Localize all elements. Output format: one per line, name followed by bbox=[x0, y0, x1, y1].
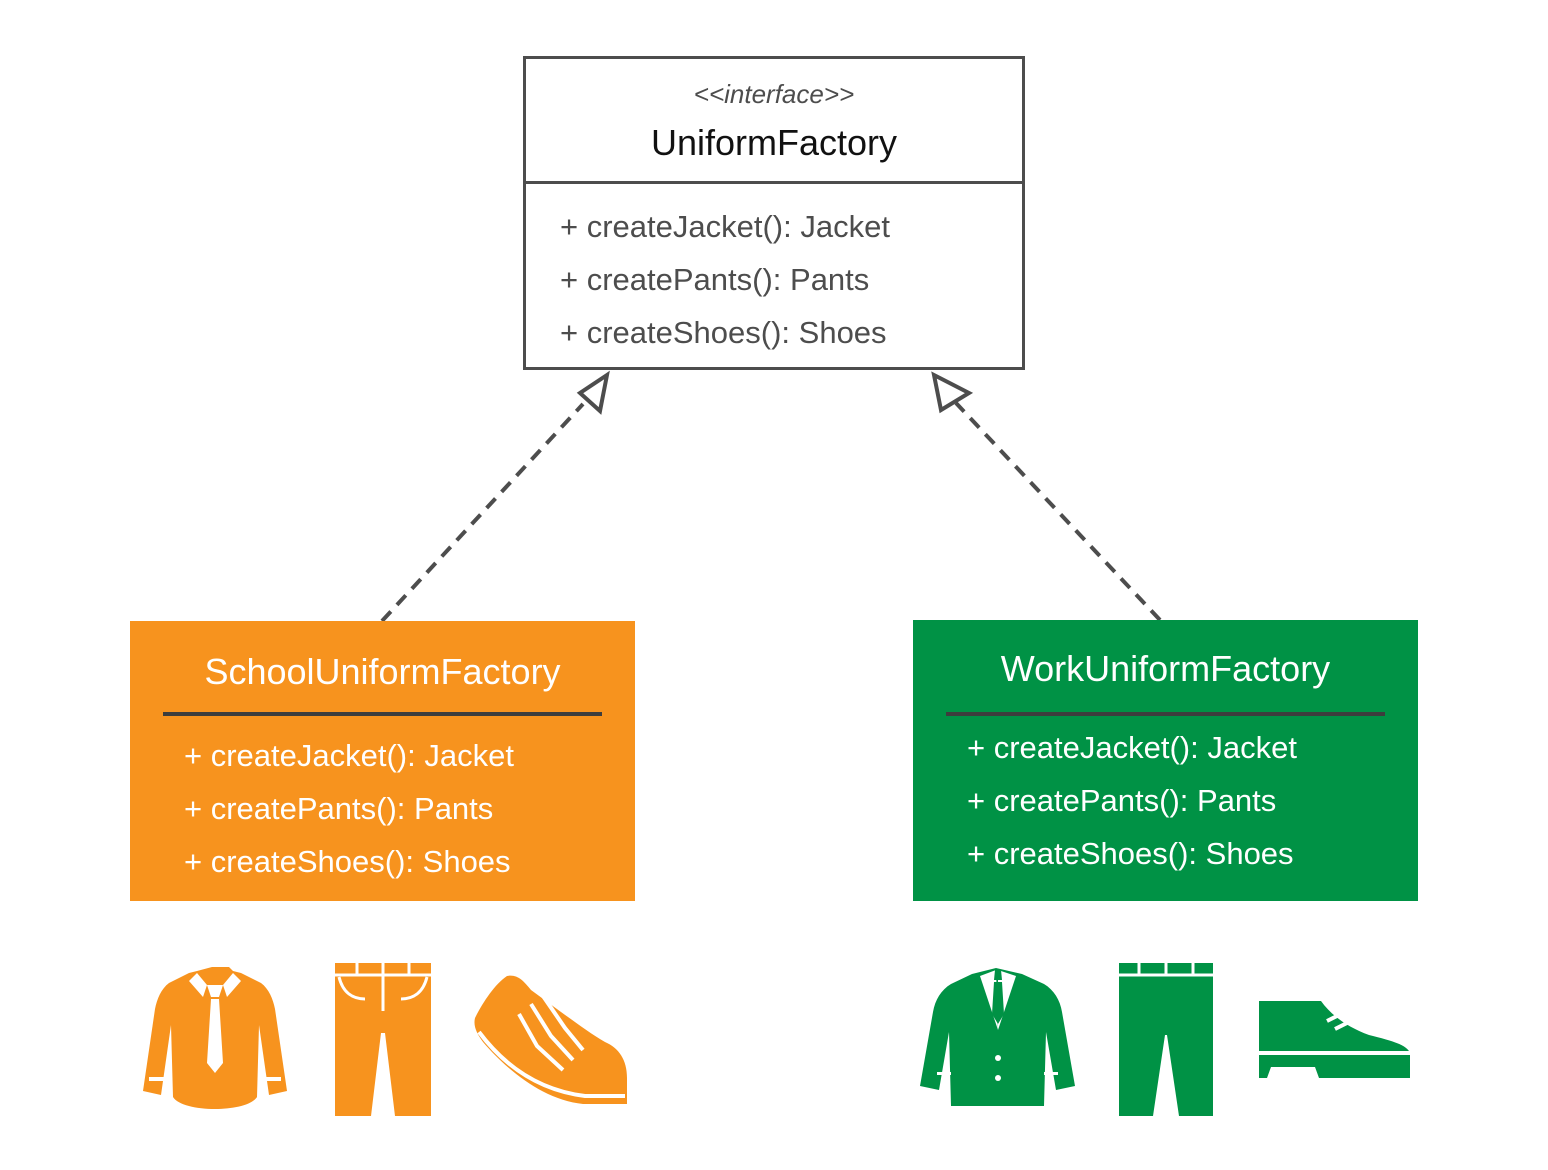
interface-method: + createPants(): Pants bbox=[560, 262, 870, 297]
work-class-divider bbox=[946, 712, 1385, 716]
pants-icon bbox=[335, 963, 431, 1116]
interface-method: + createJacket(): Jacket bbox=[560, 209, 890, 244]
work-method: + createJacket(): Jacket bbox=[967, 730, 1297, 765]
sneaker-icon bbox=[474, 975, 627, 1104]
school-class-methods: + createJacket(): Jacket + createPants()… bbox=[184, 729, 514, 888]
interface-stereotype: <<interface>> bbox=[693, 79, 855, 109]
school-class-name: SchoolUniformFactory bbox=[204, 651, 561, 692]
work-class-name: WorkUniformFactory bbox=[1000, 648, 1331, 689]
work-class-methods: + createJacket(): Jacket + createPants()… bbox=[967, 721, 1297, 880]
school-method: + createJacket(): Jacket bbox=[184, 738, 514, 773]
school-class-divider bbox=[163, 712, 602, 716]
work-realization-line bbox=[954, 401, 1162, 622]
work-realization-arrowhead bbox=[931, 371, 974, 414]
shirt-with-tie-icon bbox=[143, 967, 287, 1109]
school-uniform-factory-class: SchoolUniformFactory + createJacket(): J… bbox=[130, 621, 635, 901]
work-method: + createPants(): Pants bbox=[967, 783, 1277, 818]
work-method: + createShoes(): Shoes bbox=[967, 836, 1294, 871]
dress-shoe-icon bbox=[1259, 1001, 1410, 1078]
suit-jacket-icon bbox=[920, 968, 1075, 1106]
school-method: + createPants(): Pants bbox=[184, 791, 494, 826]
school-realization-arrowhead bbox=[576, 370, 610, 415]
school-realization-line bbox=[380, 402, 585, 623]
interface-name: UniformFactory bbox=[650, 122, 898, 163]
work-uniform-factory-class: WorkUniformFactory + createJacket(): Jac… bbox=[913, 620, 1418, 901]
interface-method: + createShoes(): Shoes bbox=[560, 315, 887, 350]
pants-icon bbox=[1119, 963, 1213, 1116]
interface-header: <<interface>> UniformFactory bbox=[526, 59, 1022, 184]
school-method: + createShoes(): Shoes bbox=[184, 844, 511, 879]
uniform-factory-interface: <<interface>> UniformFactory + createJac… bbox=[523, 56, 1025, 370]
interface-methods: + createJacket(): Jacket + createPants()… bbox=[526, 184, 1022, 359]
